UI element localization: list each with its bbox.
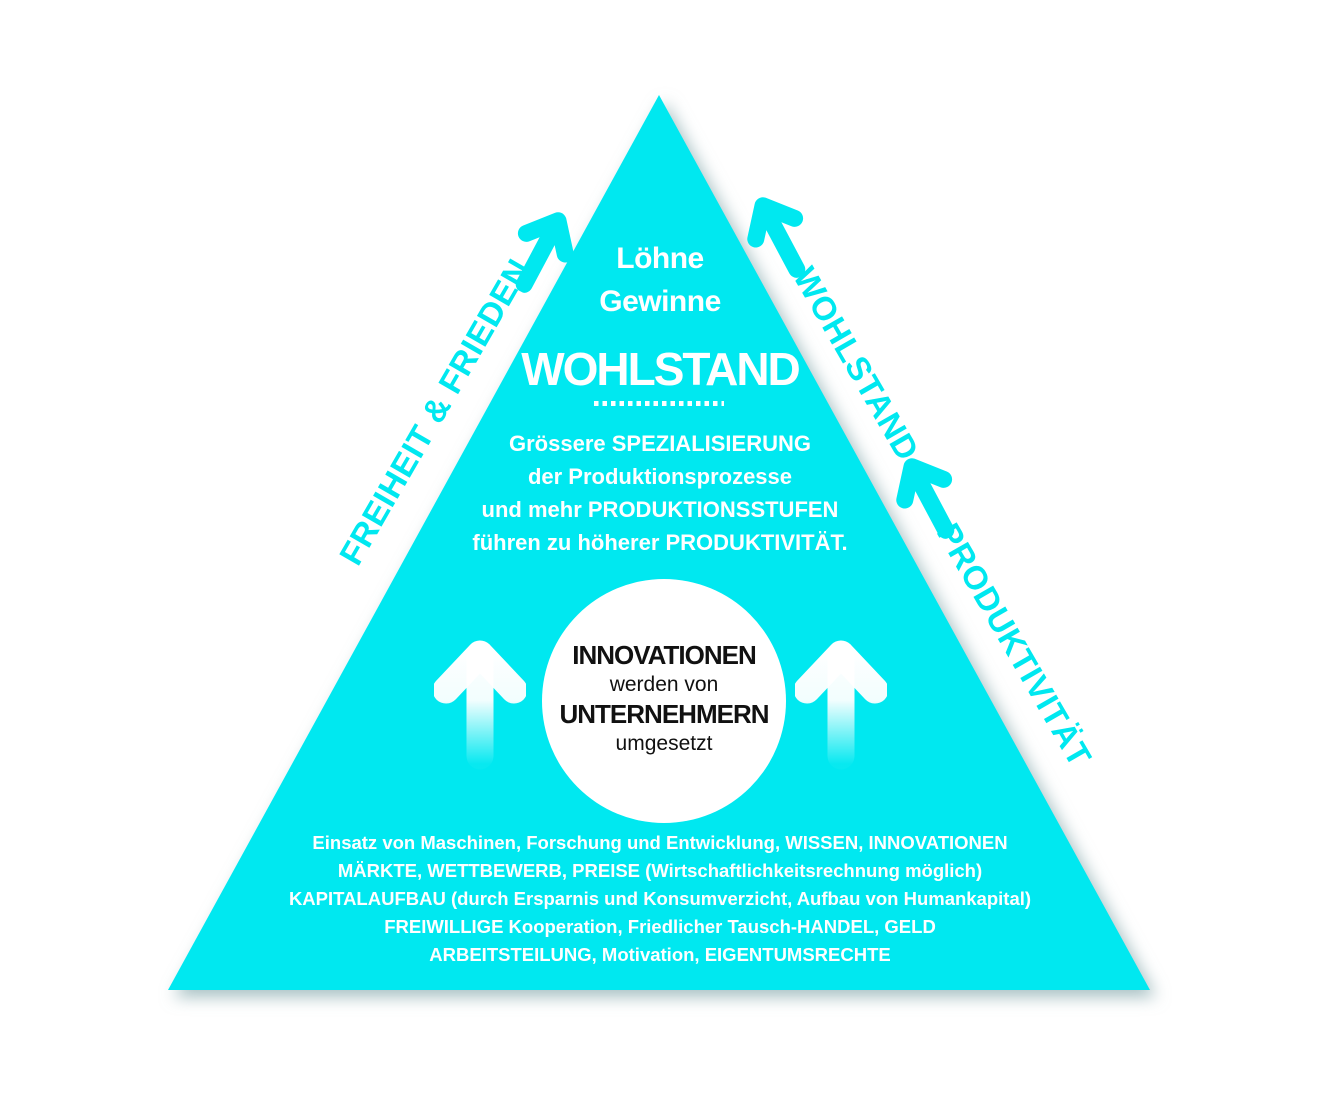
specialization-line: der Produktionsprozesse: [527, 464, 793, 489]
base-factors-line: MÄRKTE, WETTBEWERB, PREISE (Wirtschaftli…: [337, 860, 983, 881]
innovation-circle: INNOVATIONEN werden von UNTERNEHMERN umg…: [542, 579, 786, 823]
base-factors-block: Einsatz von Maschinen, Forschung und Ent…: [289, 829, 1031, 969]
dotted-divider: [594, 401, 724, 406]
base-factors-line: Einsatz von Maschinen, Forschung und Ent…: [312, 832, 1008, 853]
apex-title-wohlstand: WOHLSTAND: [521, 343, 801, 395]
apex-label-gewinne: Gewinne: [599, 285, 721, 318]
base-factors-line: ARBEITSTEILUNG, Motivation, EIGENTUMSREC…: [429, 944, 891, 965]
specialization-line: führen zu höherer PRODUKTIVITÄT.: [472, 530, 848, 555]
base-factors-line: FREIWILLIGE Kooperation, Friedlicher Tau…: [384, 916, 936, 937]
specialization-paragraph: Grössere SPEZIALISIERUNG der Produktions…: [472, 427, 847, 559]
up-arrow-icon: [795, 640, 887, 770]
pyramid-triangle-shape: [168, 95, 1150, 990]
up-arrow-icon: [434, 640, 526, 770]
up-left-arrow-icon: [896, 458, 955, 539]
base-factors-line: KAPITALAUFBAU (durch Ersparnis und Konsu…: [288, 888, 1032, 909]
circle-line-werden-von: werden von: [609, 673, 719, 696]
up-right-arrow-icon: [515, 212, 574, 293]
apex-label-loehne: Löhne: [616, 242, 704, 275]
specialization-line: Grössere SPEZIALISIERUNG: [509, 431, 811, 456]
up-left-arrow-icon: [747, 197, 806, 278]
circle-line-innovationen: INNOVATIONEN: [572, 640, 756, 670]
circle-line-umgesetzt: umgesetzt: [615, 732, 713, 755]
circle-line-unternehmern: UNTERNEHMERN: [559, 699, 770, 729]
specialization-line: und mehr PRODUKTIONSSTUFEN: [481, 497, 839, 522]
